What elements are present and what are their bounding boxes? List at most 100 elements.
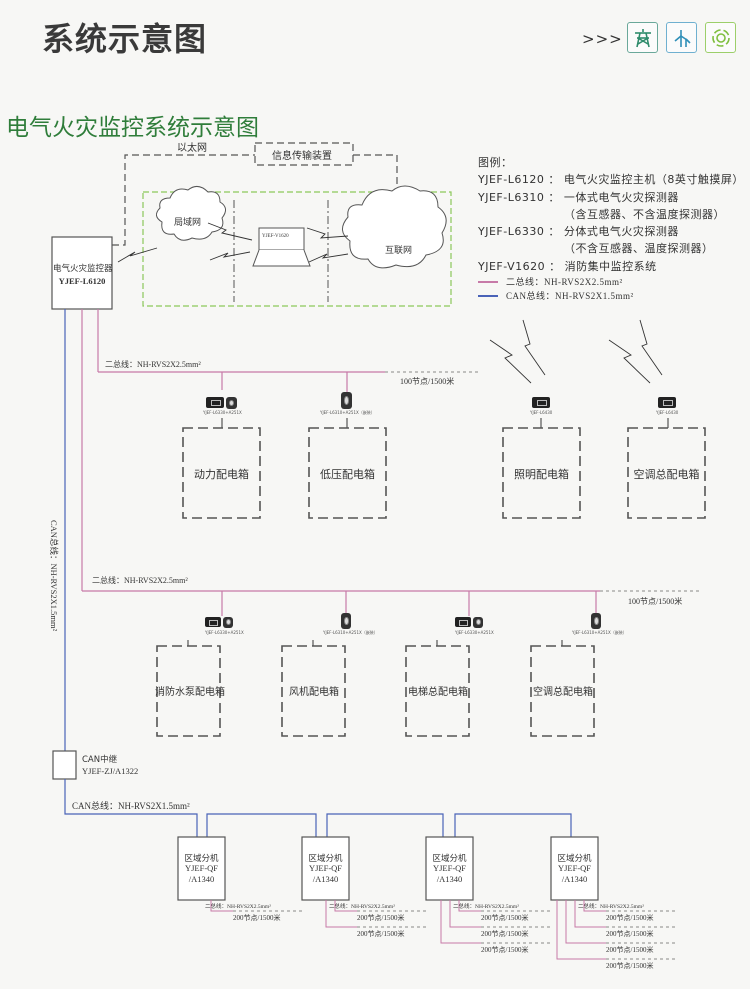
legend-item: YJEF-L6330 ： 分体式电气火灾探测器: [478, 225, 679, 239]
zone-unit-name: 区域分机: [557, 854, 592, 864]
branch-capacity: 200节点/1500米: [606, 946, 654, 954]
device-label: YJEF-L6330+A251X: [455, 630, 494, 635]
branch-capacity: 200节点/1500米: [481, 946, 529, 954]
legend-item-note: （含互感器、不含温度探测器）: [564, 207, 725, 221]
internet-label: 互联网: [385, 246, 413, 256]
box-name: 电梯总配电箱: [408, 687, 468, 698]
two-bus-branch: [574, 900, 606, 928]
device-label: YJEF-L6310+A251X（嵌装）: [572, 630, 627, 635]
box-name: 消防水泵配电箱: [155, 687, 225, 698]
device-label: YJEF-L6310+A251X（嵌装）: [320, 410, 375, 415]
laptop-icon: [252, 227, 311, 267]
lan-label: 局域网: [174, 218, 202, 228]
can-bus-swatch: [478, 295, 498, 297]
legend-item-note: （不含互感器、温度探测器）: [564, 242, 714, 256]
device-label: YJEF-L6430: [656, 410, 679, 415]
zone-unit-name: 区域分机: [308, 854, 343, 864]
legend-title: 图例：: [478, 156, 513, 169]
zone-unit-box: [177, 836, 226, 901]
device-label: YJEF-L6330+A251X: [203, 410, 242, 415]
branch-capacity: 200节点/1500米: [233, 914, 281, 922]
zone-unit-box: [425, 836, 474, 901]
distribution-box: [627, 427, 706, 519]
zone-unit-model2: /A1340: [312, 874, 339, 884]
wireless-bolt-icon: [489, 319, 663, 384]
branch-bus-label: 二总线：NH-RVS2X2.5mm²: [578, 904, 644, 910]
zone-unit-name: 区域分机: [184, 854, 219, 864]
box-name: 动力配电箱: [194, 468, 249, 481]
two-bus-branch: [556, 900, 606, 960]
zone-unit-model2: /A1340: [188, 874, 215, 884]
target-ring-icon[interactable]: [705, 22, 736, 53]
branch-capacity: 200节点/1500米: [357, 914, 405, 922]
branch-bus-label: 二总线：NH-RVS2X2.5mm²: [453, 904, 519, 910]
branch-capacity: 200节点/1500米: [481, 930, 529, 938]
zone-unit-name: 区域分机: [432, 854, 467, 864]
two-bus-branch: [583, 900, 606, 912]
box-name: 空调总配电箱: [533, 687, 593, 698]
bus1-capacity: 100节点/1500米: [400, 377, 455, 386]
branch-capacity: 200节点/1500米: [606, 930, 654, 938]
can-bus-horizontal: [64, 779, 198, 837]
box-name: 照明配电箱: [514, 468, 569, 481]
legend-item: YJEF-L6120 ： 电气火灾监控主机（8英寸触摸屏）: [478, 173, 744, 187]
info-device-label: 信息传输装置: [272, 151, 332, 162]
box-name: 空调总配电箱: [633, 468, 700, 481]
device-label: YJEF-L6430: [530, 410, 553, 415]
can-repeater-model: YJEF-ZJ/A1322: [82, 766, 139, 776]
legend-can-bus: CAN总线：NH-RVS2X1.5mm²: [478, 289, 744, 303]
can-repeater-name: CAN中继: [82, 755, 118, 765]
two-bus-branch: [210, 900, 233, 912]
bus2-capacity: 100节点/1500米: [628, 597, 683, 606]
branch-capacity: 200节点/1500米: [357, 930, 405, 938]
branch-capacity: 200节点/1500米: [606, 962, 654, 970]
legend-item: YJEF-V1620 ： 消防集中监控系统: [478, 259, 657, 273]
can-repeater-box: [52, 750, 77, 780]
two-bus-branch: [449, 900, 481, 928]
breadcrumb-chevrons: >>>: [582, 30, 623, 48]
zone-unit-box: [550, 836, 599, 901]
zone-unit-model2: /A1340: [436, 874, 463, 884]
zone-unit-model1: YJEF-QF: [184, 863, 219, 873]
controller-box: [51, 236, 113, 310]
zone-unit-model1: YJEF-QF: [432, 863, 467, 873]
diagram-title: 电气火灾监控系统示意图: [6, 115, 259, 141]
ethernet-line: [112, 154, 255, 246]
can-bus-label: CAN总线：NH-RVS2X1.5mm²: [72, 801, 190, 811]
two-bus-branch: [565, 900, 606, 944]
two-bus-branch: [458, 900, 481, 912]
branch-capacity: 200节点/1500米: [481, 914, 529, 922]
legend: 图例： YJEF-L6120 ： 电气火灾监控主机（8英寸触摸屏） YJEF-L…: [478, 154, 744, 303]
branch-bus-label: 二总线：NH-RVS2X2.5mm²: [329, 904, 395, 910]
device-label: YJEF-L6310+A251X（嵌装）: [323, 630, 378, 635]
controller-name: 电气火灾监控器: [53, 264, 113, 274]
wind-turbine-icon[interactable]: [666, 22, 697, 53]
branch-capacity: 200节点/1500米: [606, 914, 654, 922]
legend-item: YJEF-L6310 ： 一体式电气火灾探测器: [478, 190, 679, 204]
info-device-box: [254, 142, 354, 166]
page-title: 系统示意图: [42, 20, 208, 58]
zone-unit-model2: /A1340: [561, 874, 588, 884]
bus2-label: 二总线：NH-RVS2X2.5mm²: [92, 576, 188, 585]
zone-unit-box: [301, 836, 350, 901]
box-name: 风机配电箱: [289, 687, 339, 698]
lan-cloud-icon: [156, 186, 226, 241]
controller-model: YJEF-L6120: [58, 276, 106, 286]
lan-frame: [142, 191, 452, 307]
legend-two-bus: 二总线：NH-RVS2X2.5mm²: [478, 275, 744, 289]
two-bus-branch: [440, 900, 481, 944]
branch-bus-label: 二总线：NH-RVS2X2.5mm²: [205, 904, 271, 910]
zone-unit-model1: YJEF-QF: [308, 863, 343, 873]
device-label: YJEF-L6330+A251X: [205, 630, 244, 635]
laptop-model: YJEF-V1620: [262, 234, 289, 239]
internet-cloud-icon: [342, 185, 447, 269]
bus1-label: 二总线：NH-RVS2X2.5mm²: [105, 360, 201, 369]
box-name: 低压配电箱: [320, 468, 375, 481]
two-bus-branch: [334, 900, 357, 912]
can-vertical-label: CAN总线：NH-RVS2X1.5mm²: [49, 520, 59, 632]
ethernet-label: 以太网: [177, 143, 207, 154]
power-tower-icon[interactable]: [627, 22, 658, 53]
wireless-icon: [117, 222, 349, 263]
two-bus-swatch: [478, 281, 498, 283]
